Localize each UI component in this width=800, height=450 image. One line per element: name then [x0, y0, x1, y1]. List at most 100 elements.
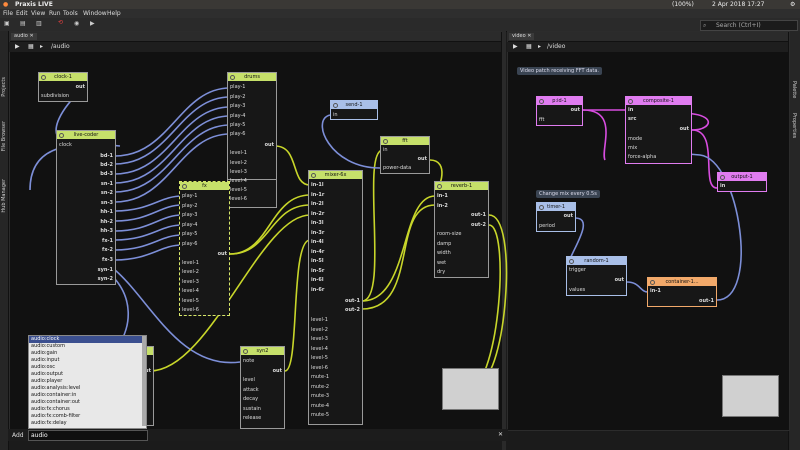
control-values[interactable]: values	[569, 287, 586, 293]
menu-view[interactable]: View	[31, 10, 46, 17]
node-fx[interactable]: fx play-1 play-2 play-3 play-4 play-5 pl…	[179, 181, 230, 316]
node-header[interactable]: mixer-6x	[309, 171, 362, 179]
comment-note[interactable]: Video patch receiving FFT data.	[517, 67, 602, 75]
rail-tab-properties[interactable]: Properties	[791, 113, 797, 139]
port-in-4r[interactable]: in-4r	[311, 249, 325, 255]
control-decay[interactable]: decay	[243, 396, 259, 402]
port-trigger[interactable]: trigger	[569, 267, 586, 273]
node-random[interactable]: random-1 trigger out values	[566, 256, 627, 296]
port-hh-3[interactable]: hh-3	[100, 228, 113, 234]
menu-file[interactable]: File	[3, 10, 14, 17]
comment-note[interactable]: Change mix every 0.5s	[536, 190, 600, 198]
control-level-6[interactable]: level-6	[230, 196, 247, 202]
control-mute-1[interactable]: mute-1	[311, 374, 330, 380]
control-period[interactable]: period	[539, 223, 555, 229]
control-level-4[interactable]: level-4	[311, 346, 328, 352]
port-out[interactable]: out	[679, 126, 689, 132]
audio-navigator-minimap[interactable]	[442, 368, 499, 410]
add-input[interactable]: audio	[28, 430, 148, 441]
menu-run[interactable]: Run	[49, 10, 61, 17]
port-in-1[interactable]: in-1	[437, 193, 448, 199]
port-clock[interactable]: clock	[59, 142, 72, 148]
node-header[interactable]: random-1	[567, 257, 626, 265]
port-play-4[interactable]: play-4	[182, 222, 198, 228]
list-item[interactable]: audio:custom	[31, 343, 65, 349]
control-damp[interactable]: damp	[437, 241, 452, 247]
control-level[interactable]: level	[243, 377, 255, 383]
port-in-3l[interactable]: in-3l	[311, 220, 324, 226]
port-sn-1[interactable]: sn-1	[100, 181, 113, 187]
port-in-6r[interactable]: in-6r	[311, 287, 325, 293]
grid-icon[interactable]: ▦	[526, 43, 532, 50]
control-force-alpha[interactable]: force-alpha	[628, 154, 657, 160]
node-drums[interactable]: drums play-1 play-2 play-3 play-4 play-5…	[227, 72, 277, 180]
port-out-1[interactable]: out-1	[345, 298, 360, 304]
port-play-2[interactable]: play-2	[182, 203, 198, 209]
node-syn[interactable]: syn2 note out level attack decay sustain…	[240, 346, 285, 429]
node-header[interactable]: live-coder	[57, 131, 115, 139]
node-header[interactable]: timer-1	[537, 203, 575, 211]
port-hh-1[interactable]: hh-1	[100, 209, 113, 215]
node-header[interactable]: syn2	[241, 347, 284, 355]
node-header[interactable]: output-1	[718, 173, 766, 181]
port-out[interactable]: out	[264, 142, 274, 148]
port-play-1[interactable]: play-1	[182, 193, 198, 199]
control-wet[interactable]: wet	[437, 260, 447, 266]
control-level-6[interactable]: level-6	[311, 365, 328, 371]
port-out-2[interactable]: out-2	[345, 307, 360, 313]
port-out[interactable]: out	[417, 156, 427, 162]
port-play-5[interactable]: play-5	[230, 122, 246, 128]
close-window-icon[interactable]: ●	[3, 1, 9, 8]
port-bd-2[interactable]: bd-2	[100, 162, 113, 168]
node-header[interactable]	[141, 347, 153, 355]
save-icon[interactable]: ▥	[36, 20, 42, 27]
port-fx-2[interactable]: fx-2	[102, 247, 113, 253]
port-in-1r[interactable]: in-1r	[311, 192, 325, 198]
port-in-5l[interactable]: in-5l	[311, 258, 324, 264]
node-live-coder[interactable]: live-coder clock bd-1 bd-2 bd-3 sn-1 sn-…	[56, 130, 116, 285]
control-mute-2[interactable]: mute-2	[311, 384, 330, 390]
port-play-3[interactable]: play-3	[230, 103, 246, 109]
node-header[interactable]: clock-1	[39, 73, 87, 81]
list-item[interactable]: audio:output	[31, 371, 64, 377]
control-dry[interactable]: dry	[437, 269, 446, 275]
port-in[interactable]: in	[720, 183, 726, 189]
list-item[interactable]: audio:fx:delay	[31, 420, 67, 426]
list-item[interactable]: audio:player	[31, 378, 63, 384]
control-level-3[interactable]: level-3	[230, 169, 247, 175]
list-item[interactable]: audio:fx:comb-filter	[31, 413, 81, 419]
port-in-5r[interactable]: in-5r	[311, 268, 325, 274]
port-src[interactable]: src	[628, 116, 637, 122]
play-icon[interactable]: ▶	[513, 43, 518, 50]
control-fft[interactable]: fft	[539, 117, 545, 123]
list-item[interactable]: audio:gain	[31, 350, 58, 356]
control-release[interactable]: release	[243, 415, 262, 421]
port-in-6l[interactable]: in-6l	[311, 277, 324, 283]
node-pid[interactable]: p:id-1 out fft	[536, 96, 583, 126]
node-header[interactable]: drums	[228, 73, 276, 81]
menu-window[interactable]: Window	[83, 10, 107, 17]
control-level-3[interactable]: level-3	[182, 279, 199, 285]
port-out-2[interactable]: out-2	[471, 222, 486, 228]
control-power-data[interactable]: power-data	[383, 165, 412, 171]
node-header[interactable]: p:id-1	[537, 97, 582, 105]
node-output[interactable]: output-1 in	[717, 172, 767, 192]
port-out-1[interactable]: out-1	[699, 298, 714, 304]
port-in-2[interactable]: in-2	[437, 203, 448, 209]
list-item[interactable]: audio:input	[31, 357, 60, 363]
control-mute-5[interactable]: mute-5	[311, 412, 330, 418]
control-level-6[interactable]: level-6	[182, 307, 199, 313]
port-sn-3[interactable]: sn-3	[100, 200, 113, 206]
list-item[interactable]: audio:fx:chorus	[31, 406, 70, 412]
control-level-2[interactable]: level-2	[182, 269, 199, 275]
port-play-3[interactable]: play-3	[182, 212, 198, 218]
port-in-1l[interactable]: in-1l	[311, 182, 324, 188]
new-project-icon[interactable]: ▣	[4, 20, 10, 27]
video-navigator-minimap[interactable]	[722, 375, 779, 417]
node-composite[interactable]: composite-1 in src out mode mix force-al…	[625, 96, 692, 164]
port-play-4[interactable]: play-4	[230, 113, 246, 119]
port-out[interactable]: out	[614, 277, 624, 283]
gear-icon[interactable]: ⚙	[790, 1, 796, 8]
port-bd-1[interactable]: bd-1	[100, 153, 113, 159]
list-item[interactable]: audio:container:out	[31, 399, 81, 405]
